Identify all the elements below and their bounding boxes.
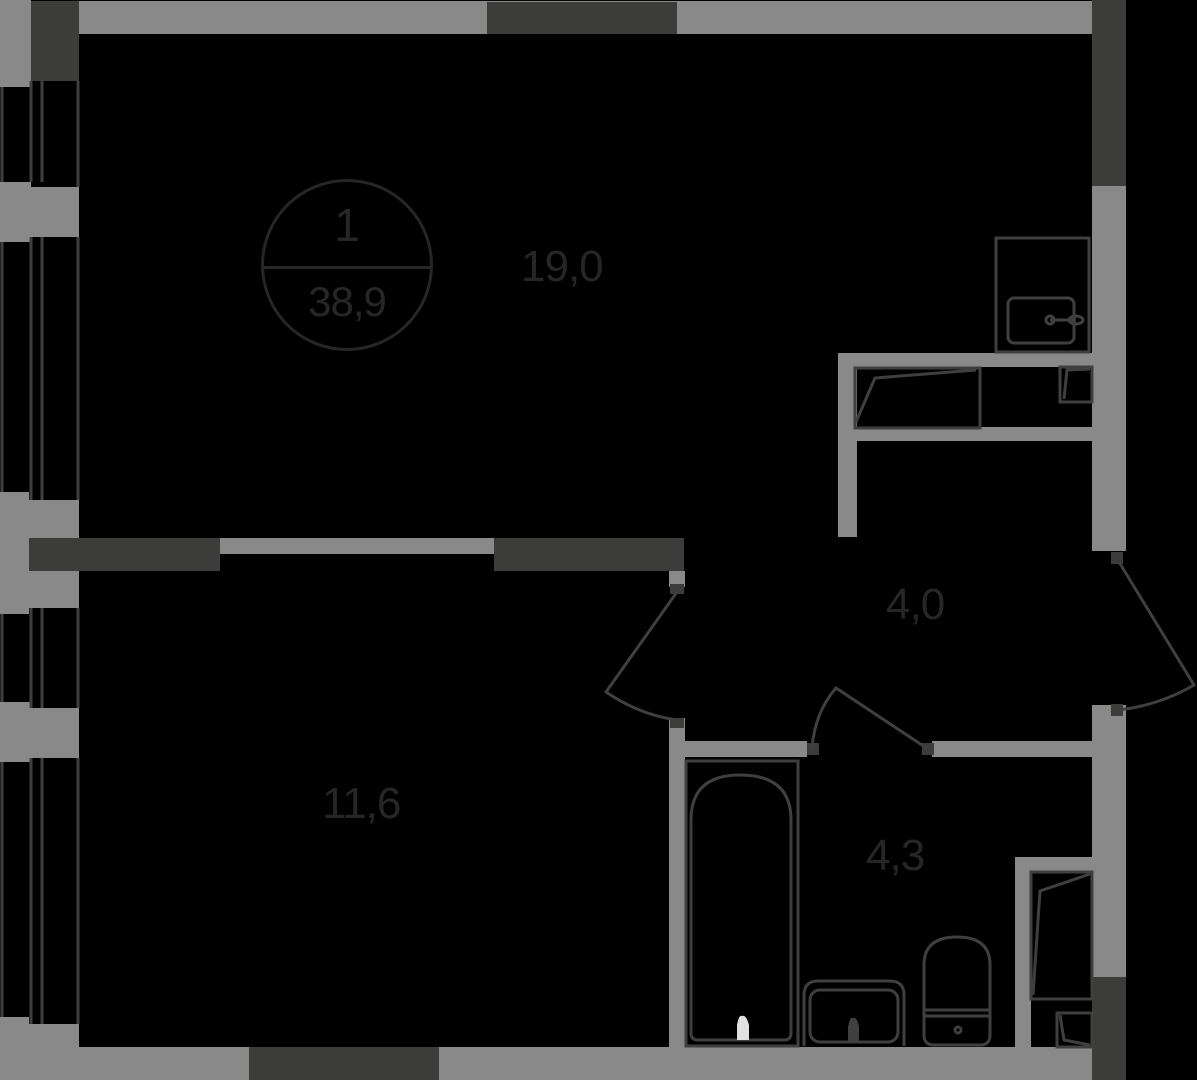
bathroom-fixtures xyxy=(684,759,1094,1049)
kitchen-cabinet-left xyxy=(853,366,982,430)
faucet-icons xyxy=(737,1015,749,1040)
room-area-hallway: 4,0 xyxy=(886,580,945,629)
window-top xyxy=(487,2,677,34)
washing-machine xyxy=(1029,870,1094,1001)
windows xyxy=(31,0,1126,1080)
total-area: 38,9 xyxy=(308,278,387,325)
window-right-bottom xyxy=(1092,977,1126,1080)
doors xyxy=(603,561,1197,751)
bathtub xyxy=(684,759,800,1048)
apartment-badge: 1 38,9 xyxy=(261,179,433,351)
kitchen-sink-cabinet xyxy=(994,236,1091,354)
left-window-frames xyxy=(0,81,80,1024)
washbasin-faucet-icon xyxy=(848,1017,859,1042)
bathroom-door xyxy=(810,686,929,751)
badge-divider xyxy=(264,266,430,269)
toilet xyxy=(922,935,992,1047)
room-area-bedroom: 11,6 xyxy=(322,779,401,828)
window-top-left xyxy=(31,1,79,81)
bathtub-faucet-icon xyxy=(737,1015,749,1040)
window-right-top xyxy=(1092,0,1126,186)
rooms-count: 1 xyxy=(334,199,360,251)
entrance-door xyxy=(1117,561,1197,712)
window-bottom xyxy=(249,1047,439,1080)
room-area-living-room: 19,0 xyxy=(521,242,604,291)
washbasin xyxy=(802,979,906,1046)
bathroom-cabinet xyxy=(1055,1011,1094,1049)
room-area-bathroom: 4,3 xyxy=(866,831,925,880)
kitchen-fixtures xyxy=(853,236,1094,430)
bedroom-door xyxy=(603,591,679,722)
interior-walls xyxy=(29,353,1092,1048)
kitchen-cabinet-right xyxy=(1058,365,1094,404)
